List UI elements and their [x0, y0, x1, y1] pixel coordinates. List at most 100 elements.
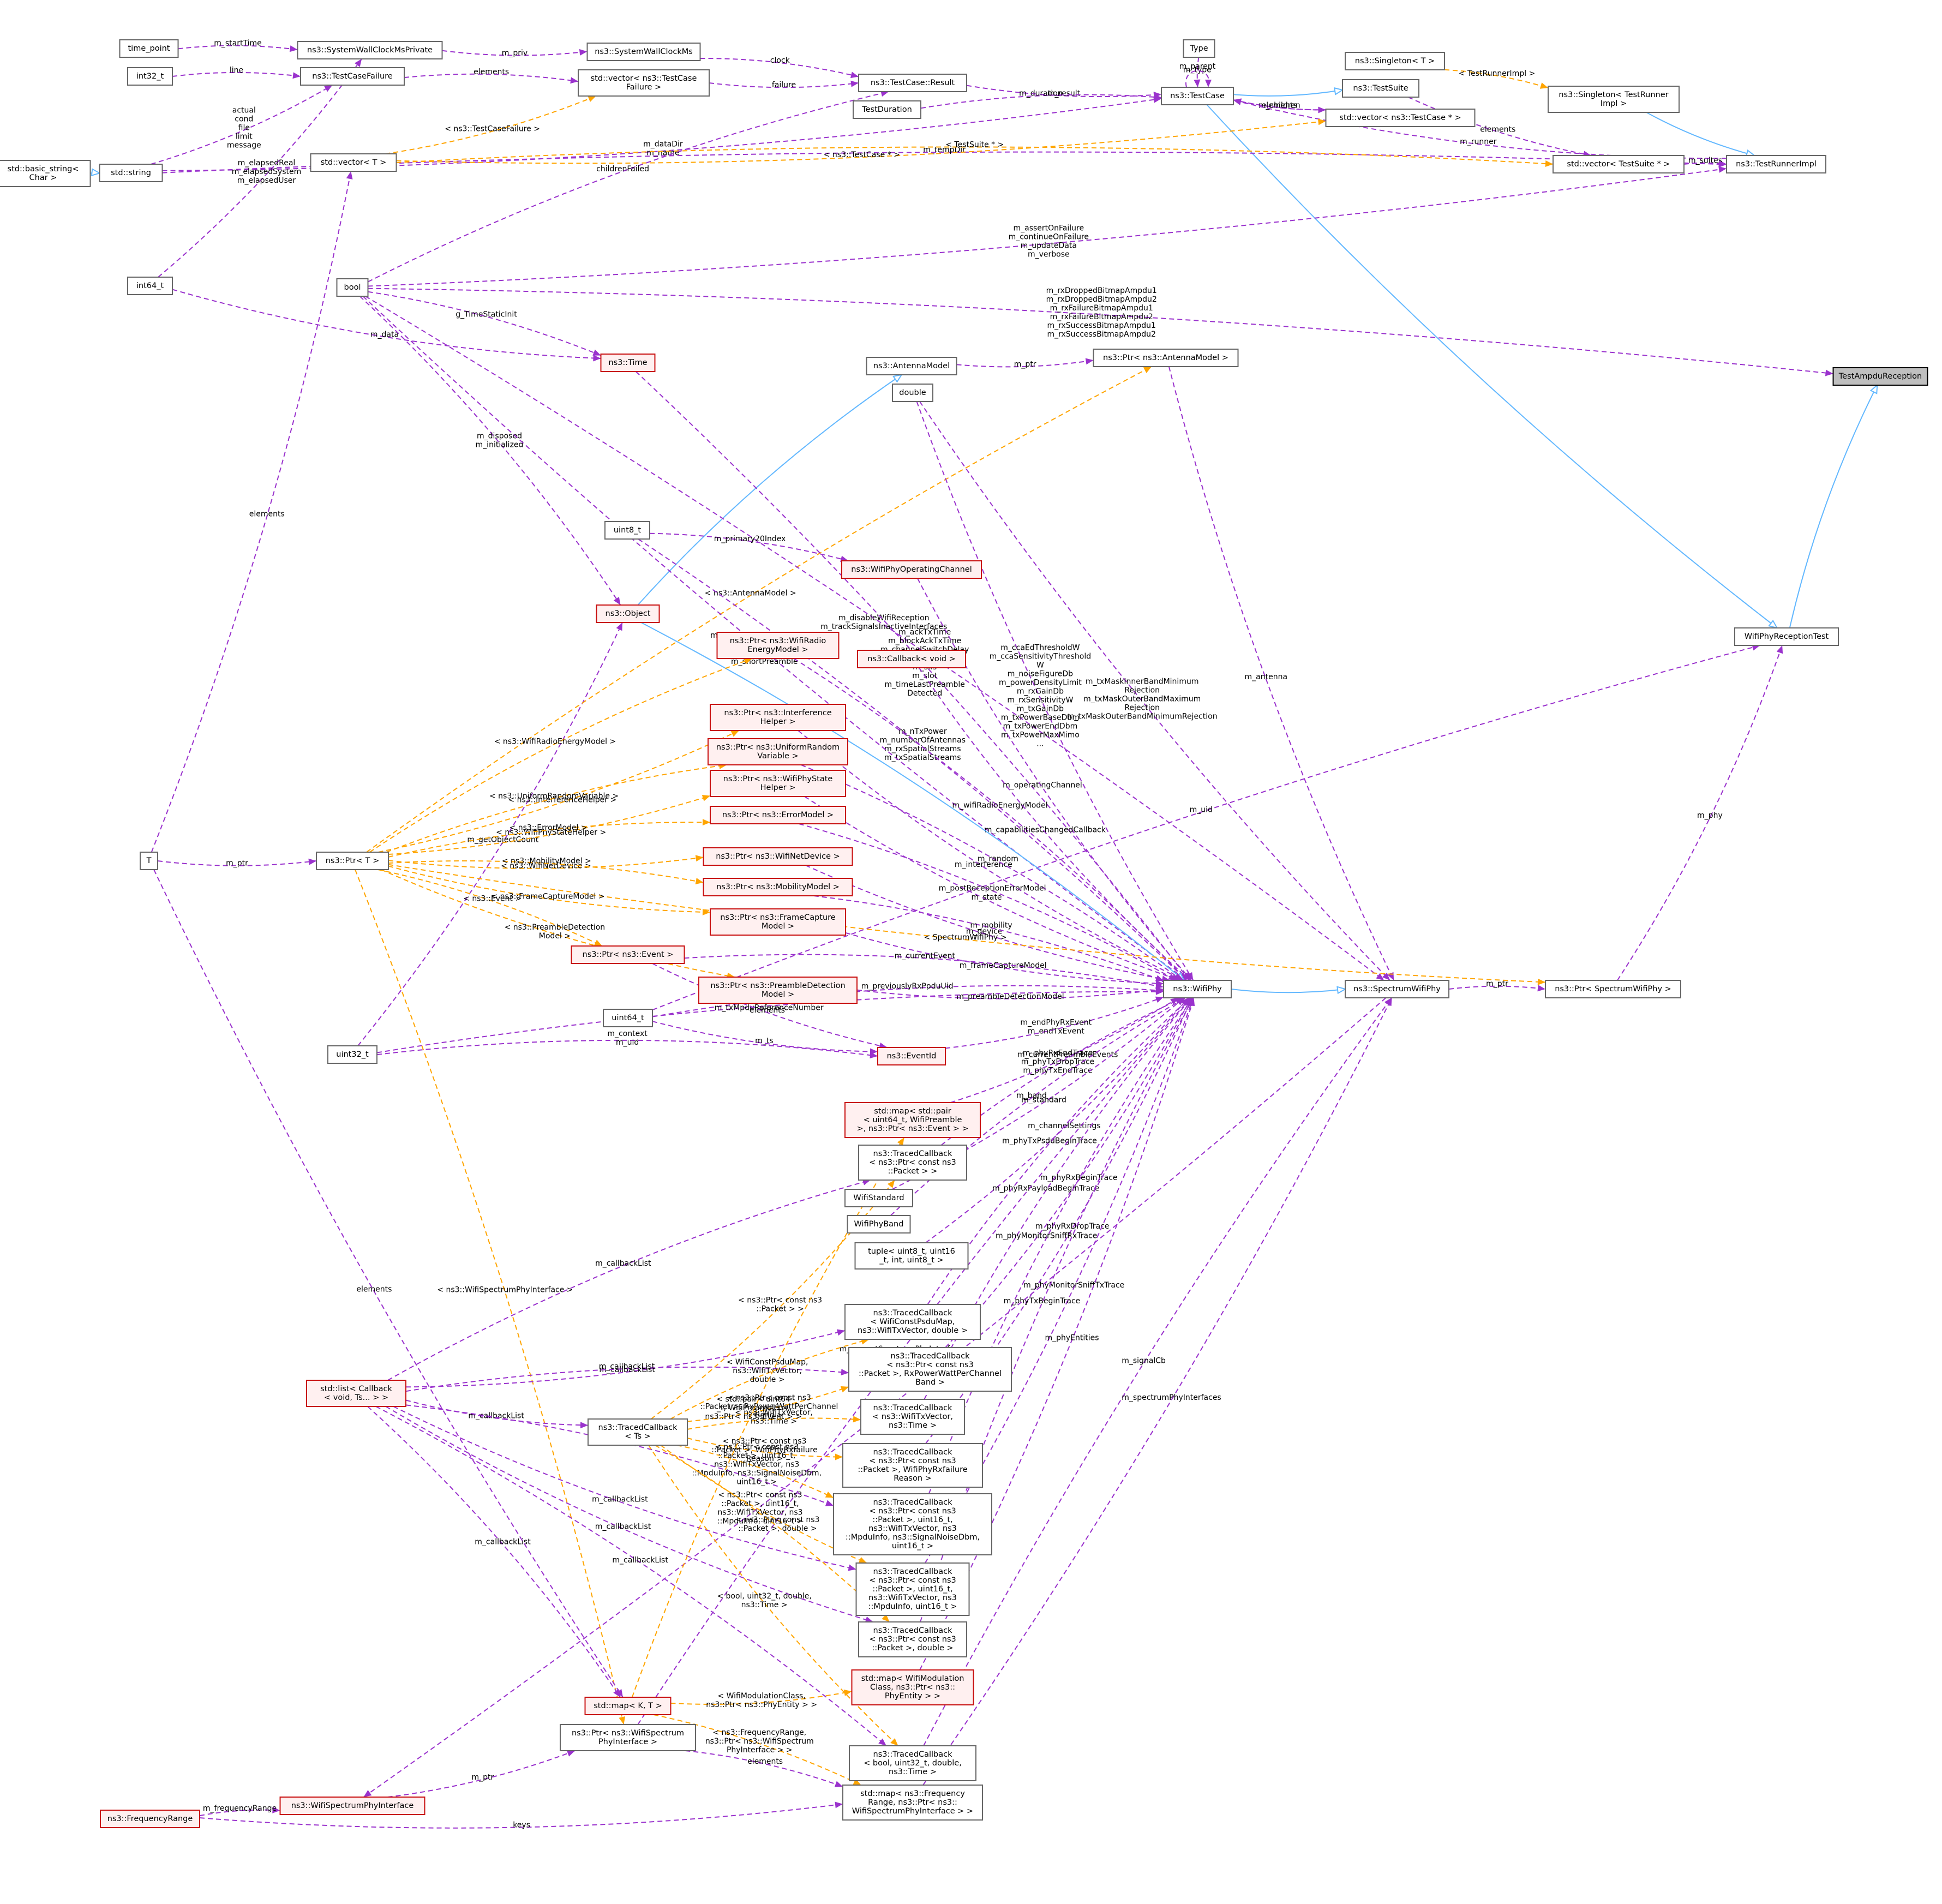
node-CallbackVoid[interactable]: ns3::Callback< void > [857, 650, 966, 668]
node-label: < ns3::Ptr< const ns3 [869, 1635, 956, 1644]
edge-label: < ns3::Ptr< const ns3 [738, 1296, 822, 1304]
node-MapKT[interactable]: std::map< K, T > [584, 1697, 672, 1715]
node-T[interactable]: T [140, 852, 158, 870]
node-double[interactable]: double [892, 384, 933, 402]
node-box [578, 69, 710, 97]
edge-arrowhead [324, 85, 333, 92]
node-TestSuite[interactable]: ns3::TestSuite [1342, 79, 1419, 98]
edge-label: m_powerDensityLimit [999, 678, 1082, 687]
node-PtrDevice[interactable]: ns3::Ptr< ns3::WifiNetDevice > [703, 847, 853, 866]
node-vectorT[interactable]: std::vector< T > [310, 153, 397, 172]
node-TCRxPower[interactable]: ns3::TracedCallback< ns3::Ptr< const ns3… [848, 1347, 1012, 1392]
node-TestAmpduReception[interactable]: TestAmpduReception [1832, 367, 1928, 386]
node-PtrFrameCap[interactable]: ns3::Ptr< ns3::FrameCaptureModel > [710, 908, 846, 936]
edge-TracedCallbackTs-to-TCSniffTx: < ns3::Ptr< const ns3::Packet >, uint16_… [660, 1445, 867, 1564]
node-ListCallback[interactable]: std::list< Callback< void, Ts... > > [306, 1380, 406, 1407]
node-Time[interactable]: ns3::Time [600, 354, 656, 372]
node-TCSignal[interactable]: ns3::TracedCallback< bool, uint32_t, dou… [849, 1745, 976, 1781]
node-PtrT[interactable]: ns3::Ptr< T > [316, 852, 389, 870]
node-PtrEnergy[interactable]: ns3::Ptr< ns3::WifiRadioEnergyModel > [716, 632, 840, 659]
node-TCRxFailure[interactable]: ns3::TracedCallback< ns3::Ptr< const ns3… [842, 1443, 983, 1488]
node-VecTestSuitePtr[interactable]: std::vector< TestSuite * > [1553, 155, 1685, 173]
node-PtrInterf[interactable]: ns3::Ptr< ns3::InterferenceHelper > [710, 704, 846, 731]
node-TCSniffRx[interactable]: ns3::TracedCallback< ns3::Ptr< const ns3… [833, 1493, 992, 1555]
node-uint64_t[interactable]: uint64_t [603, 1009, 653, 1027]
node-PtrAntenna[interactable]: ns3::Ptr< ns3::AntennaModel > [1093, 349, 1239, 367]
node-PtrSpecIface[interactable]: ns3::Ptr< ns3::WifiSpectrumPhyInterface … [560, 1724, 696, 1751]
node-PtrEvent[interactable]: ns3::Ptr< ns3::Event > [571, 945, 685, 964]
node-label: ns3::Ptr< ns3::FrameCapture [720, 913, 836, 922]
node-time_point[interactable]: time_point [119, 39, 179, 58]
node-WifiPhy[interactable]: ns3::WifiPhy [1163, 980, 1232, 998]
node-FreqRange[interactable]: ns3::FrequencyRange [100, 1810, 200, 1828]
edge-label: clock [770, 56, 790, 65]
edge-T-to-PtrT: m_ptr [157, 858, 317, 868]
node-PtrSpectrumWifiPhy[interactable]: ns3::Ptr< SpectrumWifiPhy > [1545, 980, 1681, 998]
edge-line [385, 1406, 873, 1622]
node-EventId[interactable]: ns3::EventId [877, 1047, 946, 1065]
node-int32_t[interactable]: int32_t [127, 67, 173, 86]
node-SingletonTRI[interactable]: ns3::Singleton< TestRunnerImpl > [1548, 86, 1680, 113]
node-TCPacket[interactable]: ns3::TracedCallback< ns3::Ptr< const ns3… [858, 1145, 967, 1181]
node-box [600, 354, 656, 372]
edge-label: Detected [907, 689, 942, 698]
node-Type[interactable]: Type [1183, 39, 1215, 58]
node-MapModulation[interactable]: std::map< WifiModulationClass, ns3::Ptr<… [851, 1669, 974, 1705]
node-TestCase[interactable]: ns3::TestCase [1161, 87, 1234, 105]
node-SpectrumWifiPhy[interactable]: ns3::SpectrumWifiPhy [1345, 980, 1449, 998]
edge-PtrError-to-WifiPhy: m_postReceptionErrorModel [799, 823, 1177, 981]
node-PtrRandom[interactable]: ns3::Ptr< ns3::UniformRandomVariable > [708, 738, 848, 765]
node-WallClockMs[interactable]: ns3::SystemWallClockMs [586, 43, 701, 61]
node-PtrMobility[interactable]: ns3::Ptr< ns3::MobilityModel > [703, 878, 853, 896]
node-string[interactable]: std::string [99, 164, 163, 182]
node-WifiPhyReceptionTest[interactable]: WifiPhyReceptionTest [1734, 627, 1839, 646]
node-TCTxVector[interactable]: ns3::TracedCallback< ns3::WifiTxVector,n… [860, 1399, 965, 1435]
edge-line [359, 296, 621, 606]
node-SingletonT[interactable]: ns3::Singleton< T > [1345, 52, 1445, 70]
node-WifiStandard[interactable]: WifiStandard [844, 1189, 913, 1207]
node-bool[interactable]: bool [336, 278, 369, 297]
node-MapPreamble[interactable]: std::map< std::pair< uint64_t, WifiPream… [844, 1102, 981, 1138]
node-AntennaModel[interactable]: ns3::AntennaModel [866, 357, 957, 375]
edge-label: < ns3::Ptr< const ns3 [723, 1437, 807, 1446]
edge-arrowhead [1718, 166, 1727, 173]
edge-line [158, 58, 362, 278]
edge-label: m_txGainDb [1017, 704, 1064, 713]
node-PtrError[interactable]: ns3::Ptr< ns3::ErrorModel > [710, 806, 846, 824]
node-box [844, 1102, 981, 1138]
edge-label: m_currentEvent [895, 951, 956, 960]
edge-label: m_txMpduReferenceNumber [715, 1004, 824, 1013]
node-VecTestCasePtr[interactable]: std::vector< ns3::TestCase * > [1325, 109, 1476, 127]
node-TestRunnerImpl[interactable]: ns3::TestRunnerImpl [1726, 155, 1826, 173]
node-box [716, 632, 840, 659]
node-label: Band > [915, 1378, 945, 1387]
node-VecFailure[interactable]: std::vector< ns3::TestCaseFailure > [578, 69, 710, 97]
node-Result[interactable]: ns3::TestCase::Result [858, 74, 967, 92]
node-Object[interactable]: ns3::Object [596, 604, 660, 623]
node-WifiPhyBand[interactable]: WifiPhyBand [847, 1215, 911, 1234]
edge-CallbackVoid-to-WifiPhy: m_capabilitiesChangedCallback [919, 667, 1190, 981]
node-TCPsdu[interactable]: ns3::TracedCallback< WifiConstPsduMap,ns… [844, 1304, 981, 1340]
node-uint8_t[interactable]: uint8_t [604, 521, 650, 540]
node-uint32_t[interactable]: uint32_t [327, 1045, 377, 1064]
node-MapFreq[interactable]: std::map< ns3::FrequencyRange, ns3::Ptr<… [842, 1785, 983, 1821]
node-PtrState[interactable]: ns3::Ptr< ns3::WifiPhyStateHelper > [710, 770, 846, 797]
node-TCPacketDouble[interactable]: ns3::TracedCallback< ns3::Ptr< const ns3… [858, 1621, 967, 1657]
edge-line [368, 291, 601, 356]
node-basic_string[interactable]: std::basic_string<Char > [0, 160, 91, 187]
node-TCSniffTx[interactable]: ns3::TracedCallback< ns3::Ptr< const ns3… [855, 1562, 970, 1616]
node-int64_t[interactable]: int64_t [127, 277, 173, 295]
node-WallClockPriv[interactable]: ns3::SystemWallClockMsPrivate [297, 41, 443, 59]
node-Tuple[interactable]: tuple< uint8_t, uint16_t, int, uint8_t > [854, 1242, 969, 1270]
edge-label: elements [747, 1757, 783, 1766]
node-TestDuration[interactable]: TestDuration [853, 100, 921, 119]
edge-bool-to-Result: childrenFailed [368, 90, 889, 283]
node-TracedCallbackTs[interactable]: ns3::TracedCallback< Ts > [588, 1418, 688, 1446]
node-OpChannel[interactable]: ns3::WifiPhyOperatingChannel [841, 560, 982, 579]
edge-label: cond [235, 115, 253, 124]
edge-label: m_phyEntities [1045, 1333, 1099, 1342]
node-TestCaseFailure[interactable]: ns3::TestCaseFailure [300, 67, 405, 86]
node-SpecIface[interactable]: ns3::WifiSpectrumPhyInterface [279, 1797, 425, 1815]
edge-label: < ns3::Event > [463, 895, 522, 903]
